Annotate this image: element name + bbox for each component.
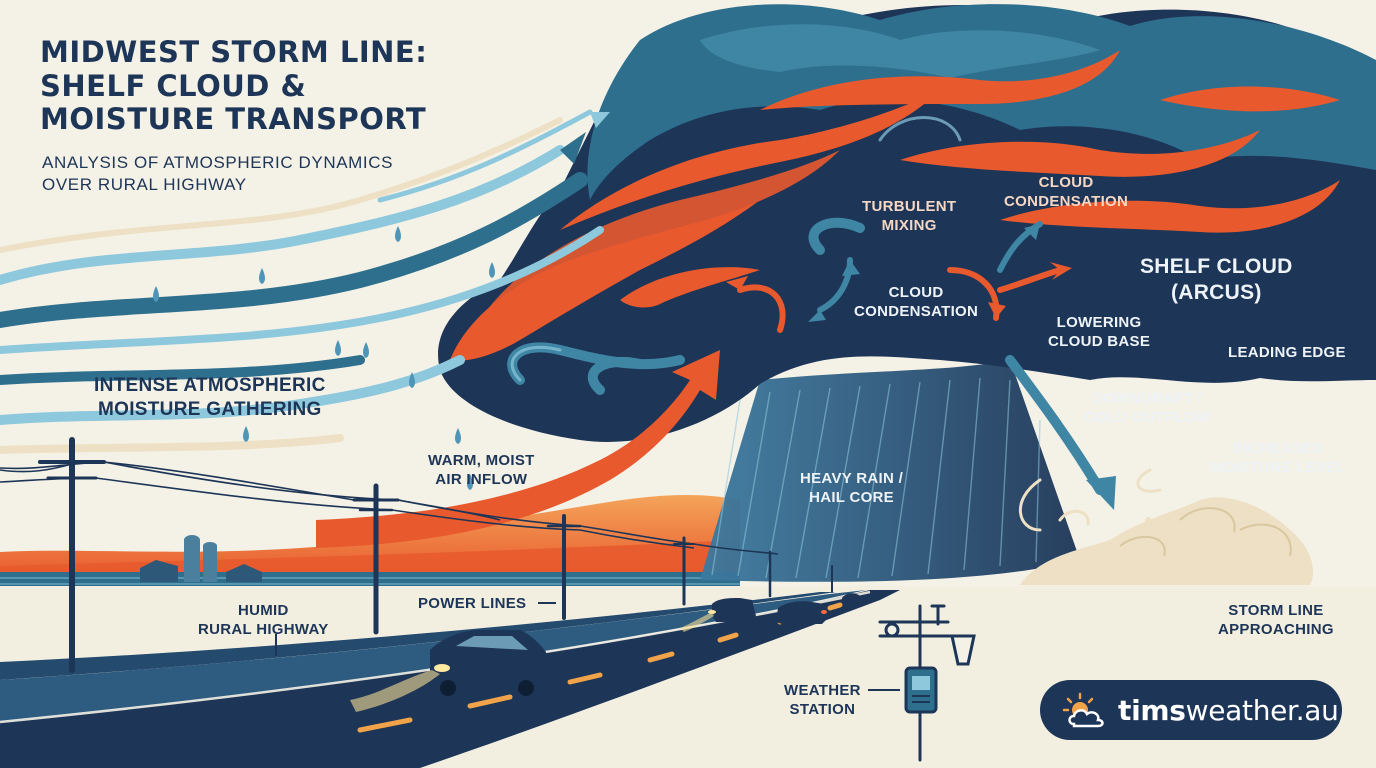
car-front [350, 630, 546, 712]
raindrops [153, 226, 495, 490]
lane-markings [357, 602, 843, 733]
label-power-lines: POWER LINES [418, 595, 527, 612]
label-cloud-condensation-upper-line-1: CLOUD [1038, 174, 1094, 191]
brand-name: timsweather.au [1118, 694, 1339, 727]
label-cloud-condensation-lower-line-1: CLOUD [888, 284, 944, 301]
label-heavy-rain-line-1: HEAVY RAIN / [800, 470, 904, 487]
label-shelf-cloud: SHELF CLOUD (ARCUS) [1140, 254, 1293, 307]
label-leading-edge: LEADING EDGE [1228, 344, 1346, 361]
label-heavy-rain: HEAVY RAIN / HAIL CORE [800, 470, 903, 508]
subtitle-line-2: OVER RURAL HIGHWAY [42, 175, 247, 195]
label-humid-highway-line-2: RURAL HIGHWAY [198, 620, 329, 638]
label-warm-inflow-line-1: WARM, MOIST [428, 452, 535, 469]
page-subtitle: ANALYSIS OF ATMOSPHERIC DYNAMICS OVER RU… [42, 152, 393, 196]
title-line-1: MIDWEST STORM LINE: [40, 35, 428, 69]
label-cloud-condensation-upper: CLOUD CONDENSATION [1004, 174, 1128, 212]
label-downdraft-line-1: DOWNDRAFT / [1092, 390, 1203, 407]
label-lowering-cloud-base-line-2: CLOUD BASE [1048, 332, 1151, 350]
subtitle-line-1: ANALYSIS OF ATMOSPHERIC DYNAMICS [42, 153, 394, 172]
label-turbulent-mixing-line-2: MIXING [881, 216, 937, 234]
label-lowering-cloud-base: LOWERING CLOUD BASE [1048, 314, 1150, 352]
label-storm-line-line-2: APPROACHING [1218, 620, 1334, 638]
label-cloud-condensation-lower: CLOUD CONDENSATION [854, 284, 978, 322]
label-weather-station-line-1: WEATHER [784, 682, 861, 699]
label-increased-moisture-line-1: INCREASED [1232, 440, 1324, 457]
page-title: MIDWEST STORM LINE: SHELF CLOUD & MOISTU… [40, 35, 428, 137]
label-moisture-gathering-line-2: MOISTURE GATHERING [98, 398, 322, 420]
label-cloud-condensation-lower-line-2: CONDENSATION [854, 302, 979, 320]
outflow-dust [1020, 497, 1314, 585]
power-wires [0, 461, 779, 555]
label-warm-inflow-line-2: AIR INFLOW [435, 470, 528, 488]
cloud-sun-icon [1062, 692, 1104, 728]
label-lowering-cloud-base-line-1: LOWERING [1056, 314, 1142, 331]
label-increased-moisture: INCREASED MOISTURE LEVEL [1210, 440, 1346, 478]
label-humid-highway-line-1: HUMID [237, 602, 289, 619]
label-downdraft-line-2: COLD OUTFLOW [1084, 408, 1211, 426]
car-distant [842, 593, 860, 602]
label-weather-station: WEATHER STATION [784, 682, 861, 720]
brand-domain: weather.au [1185, 693, 1339, 727]
farm-silos [140, 535, 262, 582]
label-shelf-cloud-line-2: (ARCUS) [1170, 281, 1262, 305]
label-turbulent-mixing-line-1: TURBULENT [862, 198, 957, 215]
brand-logo: timsweather.au [1040, 680, 1342, 740]
label-moisture-gathering-line-1: INTENSE ATMOSPHERIC [94, 375, 326, 396]
label-weather-station-line-2: STATION [789, 700, 856, 718]
label-downdraft: DOWNDRAFT / COLD OUTFLOW [1084, 390, 1210, 428]
label-heavy-rain-line-2: HAIL CORE [809, 488, 894, 506]
title-line-3: MOISTURE TRANSPORT [40, 102, 427, 137]
brand-name-bold: tims [1118, 693, 1186, 727]
warm-inflow-arrow [316, 350, 720, 548]
label-shelf-cloud-line-1: SHELF CLOUD [1140, 255, 1293, 278]
car-far [776, 601, 828, 624]
label-turbulent-mixing: TURBULENT MIXING [862, 198, 956, 236]
label-increased-moisture-line-2: MOISTURE LEVEL [1210, 458, 1346, 476]
car-mid [680, 598, 756, 632]
label-storm-line: STORM LINE APPROACHING [1218, 602, 1334, 640]
label-humid-highway: HUMID RURAL HIGHWAY [198, 602, 329, 640]
label-warm-inflow: WARM, MOIST AIR INFLOW [428, 452, 535, 490]
label-moisture-gathering: INTENSE ATMOSPHERIC MOISTURE GATHERING [94, 374, 326, 422]
weather-station-device [878, 604, 976, 762]
turbulent-swirls [450, 50, 1340, 361]
title-line-2: SHELF CLOUD & [40, 68, 307, 103]
label-storm-line-line-1: STORM LINE [1228, 602, 1324, 619]
label-cloud-condensation-upper-line-2: CONDENSATION [1004, 192, 1129, 210]
